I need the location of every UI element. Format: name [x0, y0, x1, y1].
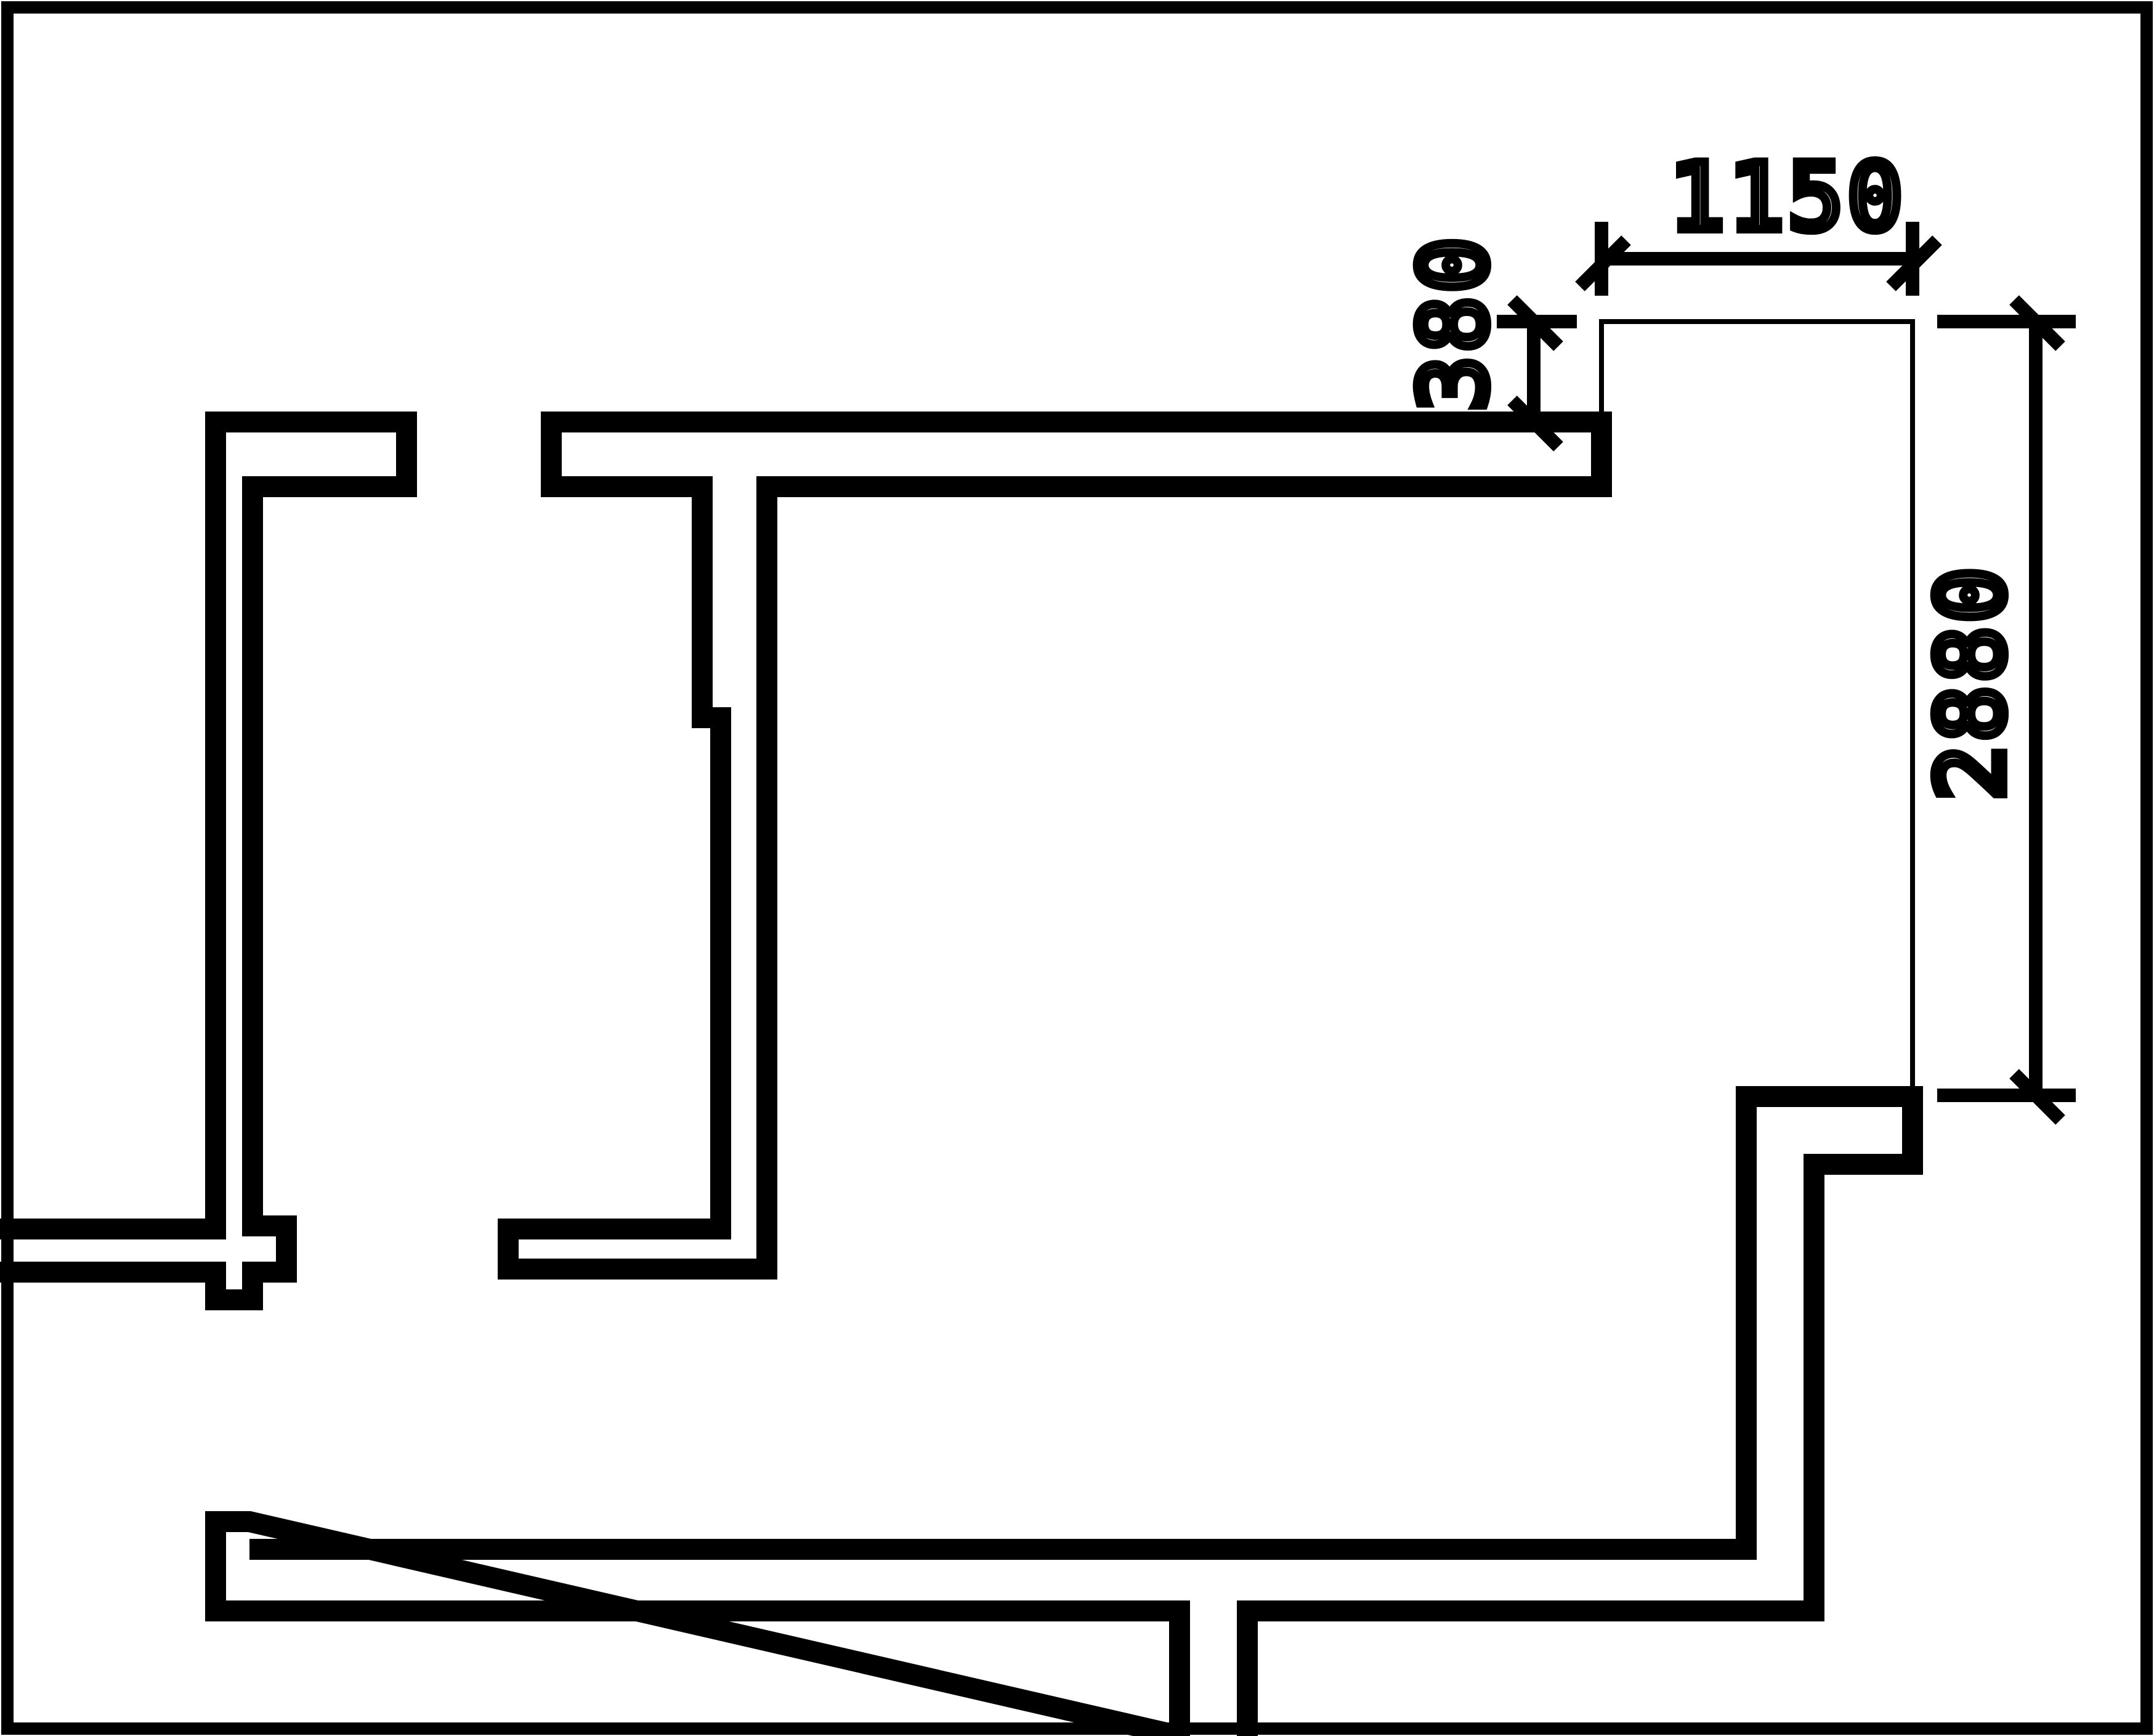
- dimension-height: 2880: [1914, 295, 2076, 1125]
- dimension-height-label: 2880: [1918, 564, 2025, 801]
- room-outline: [1599, 319, 1915, 1093]
- dimension-width-label: 1150: [1669, 144, 1906, 251]
- dimension-offset: 380: [1396, 229, 1577, 452]
- bottom-wall: [205, 1086, 1923, 1736]
- middle-wall: [498, 412, 1612, 1280]
- dimension-offset-label: 380: [1401, 233, 1508, 412]
- dimension-width: 1150: [1575, 140, 1942, 296]
- left-wall: [0, 412, 417, 1310]
